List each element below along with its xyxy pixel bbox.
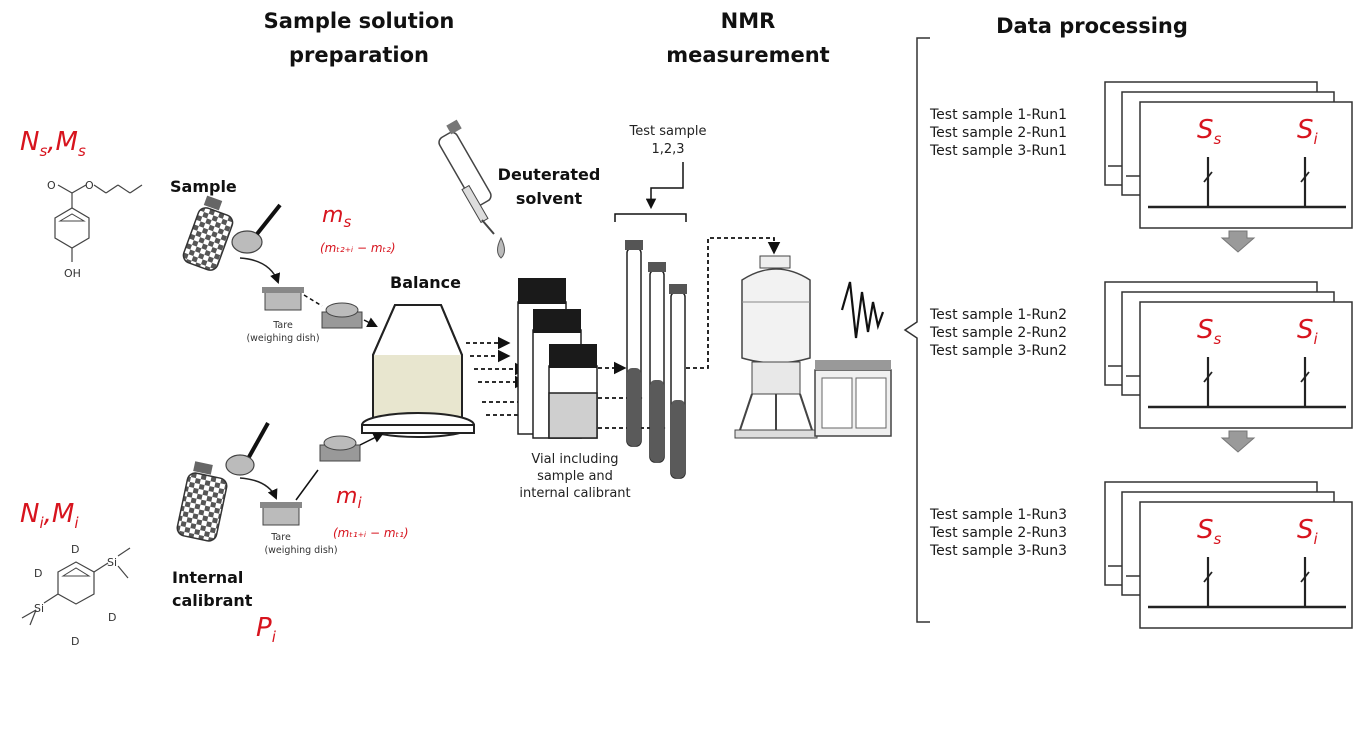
tare-top-line2: (weighing dish) (246, 333, 319, 344)
peak-label-i: Si (1297, 115, 1319, 148)
mass-mi-formula: (mₜ₁₊ᵢ − mₜ₁) (333, 526, 409, 540)
balance-to-vials-arrows (466, 336, 544, 422)
svg-text:Ns,Ms: Ns,Ms (20, 127, 86, 160)
header-sample-prep-line2: preparation (289, 43, 429, 67)
tube-group-bracket (614, 213, 687, 222)
section-headers: Sample solution preparation NMR measurem… (264, 9, 1188, 67)
peak-label-s: Ss (1197, 115, 1222, 148)
svg-text:Ni,Mi: Ni,Mi (20, 499, 79, 532)
sample-spatula-icon (231, 203, 282, 254)
header-data-processing: Data processing (996, 14, 1188, 38)
tare-dish-bottom-icon (260, 502, 302, 526)
peak-label-i: Si (1297, 515, 1319, 548)
calibrant-molecule-si-right: Si (107, 556, 117, 569)
mass-ms-formula: (mₜ₂₊ᵢ − mₜ₂) (320, 241, 396, 255)
test-sample-label-line1: Test sample (629, 124, 707, 139)
balance-icon (361, 304, 475, 438)
svg-text:Pi: Pi (256, 613, 277, 646)
sample-molecule-icon (54, 184, 143, 262)
vial-caption-line2: sample and (537, 469, 613, 484)
tube-to-spectrometer-arrow (686, 237, 781, 369)
svg-text:mi: mi (336, 484, 362, 512)
spectrum-frame-front (1139, 101, 1353, 229)
tare-top-dashed-arrow (303, 294, 323, 307)
run-label: Test sample 3-Run2 (929, 343, 1067, 359)
balance-label: Balance (390, 273, 461, 292)
run-label: Test sample 1-Run2 (929, 307, 1067, 323)
dish-with-sample-top-icon (321, 302, 363, 329)
solvent-label-line1: Deuterated (498, 165, 601, 184)
vial-caption-line3: internal calibrant (519, 486, 630, 501)
tare-top-line1: Tare (272, 320, 293, 331)
solvent-label-line2: solvent (516, 189, 583, 208)
calibrant-label-line1: Internal (172, 568, 243, 587)
calibrant-molecule-icon (21, 547, 131, 626)
pipette-icon (438, 119, 495, 235)
test-sample-pointer-arrow (645, 162, 684, 210)
sample-molecule-o1: O (47, 179, 56, 192)
nmr-tube-2-icon (648, 262, 666, 463)
vial-caption-line1: Vial including (531, 452, 618, 467)
header-nmr-line2: measurement (666, 43, 829, 67)
solvent-drop-icon (497, 236, 505, 259)
nmr-spectrometer-icon (734, 255, 818, 439)
sample-label: Sample (170, 177, 237, 196)
header-nmr-line1: NMR (721, 9, 776, 33)
sample-bottle-icon (182, 195, 234, 271)
spectrum-frame-front (1139, 301, 1353, 429)
dish-to-balance-top-arrow (363, 317, 378, 327)
calibrant-molecule-d-top: D (71, 543, 79, 556)
peak-label-s: Ss (1197, 315, 1222, 348)
calibrant-molecule-d-left: D (34, 567, 42, 580)
calibrant-spatula-icon (225, 422, 270, 476)
spectrum-frame-front (1139, 501, 1353, 629)
mass-mi-label: mi (336, 484, 362, 512)
run-label: Test sample 1-Run3 (929, 507, 1067, 523)
sample-molecule-oh: OH (64, 267, 81, 280)
test-sample-label-line2: 1,2,3 (651, 142, 684, 157)
stack-down-arrow-1 (1220, 230, 1256, 253)
dish-with-calibrant-icon (319, 435, 361, 462)
run-label: Test sample 3-Run1 (929, 143, 1067, 159)
peak-label-i: Si (1297, 315, 1319, 348)
calibrant-bottle-icon (176, 461, 228, 542)
svg-text:ms: ms (322, 203, 351, 231)
data-processing-bracket (903, 37, 930, 623)
vial-3-icon (548, 344, 598, 439)
run-label: Test sample 1-Run1 (929, 107, 1067, 123)
nmr-console-icon (814, 360, 892, 437)
tare-bottom-line1: Tare (270, 532, 291, 543)
calibrant-molecule-d-bottom: D (71, 635, 79, 648)
run-label: Test sample 3-Run3 (929, 543, 1067, 559)
sample-ns-ms-label: Ns,Ms (20, 127, 86, 160)
tare-dish-top-icon (262, 287, 304, 311)
peak-label-s: Ss (1197, 515, 1222, 548)
calibrant-to-balance-arrow (359, 433, 384, 446)
sample-molecule-o2: O (85, 179, 94, 192)
calibrant-label-line2: calibrant (172, 591, 253, 610)
calibrant-molecule-si-left: Si (34, 602, 44, 615)
stack-down-arrow-2 (1220, 430, 1256, 453)
header-sample-prep-line1: Sample solution (264, 9, 455, 33)
nmr-tube-1-icon (625, 240, 643, 447)
run-label: Test sample 2-Run2 (929, 325, 1067, 341)
run-label: Test sample 2-Run3 (929, 525, 1067, 541)
calibrant-molecule-d-right: D (108, 611, 116, 624)
run-label: Test sample 2-Run1 (929, 125, 1067, 141)
calibrant-transfer-arrow (239, 477, 278, 500)
calibrant-ni-mi-label: Ni,Mi (20, 499, 79, 532)
tare-bottom-line2: (weighing dish) (264, 545, 337, 556)
tare-bottom-arrow (295, 469, 319, 501)
fid-signal-icon (840, 281, 885, 339)
sample-transfer-arrow (239, 257, 281, 284)
mass-ms-label: ms (322, 203, 351, 231)
purity-pi-label: Pi (256, 613, 277, 646)
nmr-tube-3-icon (669, 284, 687, 479)
